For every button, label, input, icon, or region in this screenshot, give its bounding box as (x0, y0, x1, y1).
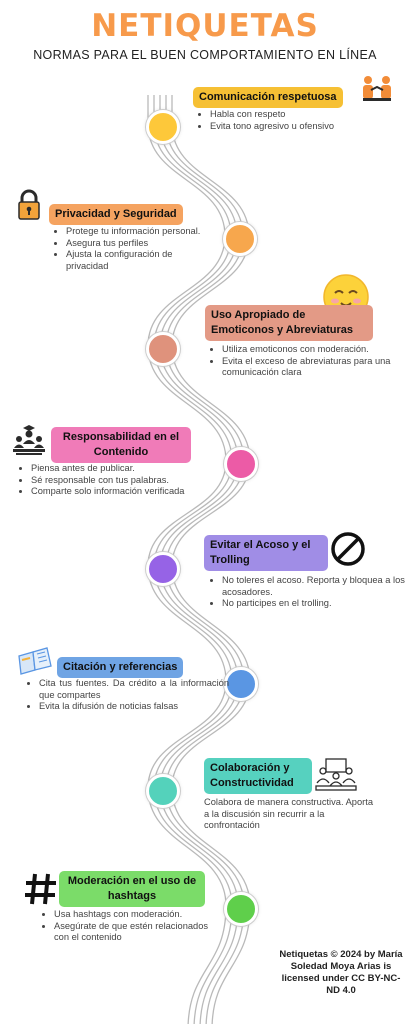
section-points-acoso: No toleres el acoso. Reporta y bloquea a… (210, 575, 407, 610)
point: Cita tus fuentes. Da crédito a la inform… (39, 678, 229, 701)
section-title-acoso: Evitar el Acoso y el Trolling (204, 535, 328, 571)
point: Piensa antes de publicar. (31, 463, 236, 475)
section-title-responsabilidad: Responsabilidad en el Contenido (51, 427, 191, 463)
section-title-emoticonos: Uso Apropiado de Emoticonos y Abreviatur… (205, 305, 373, 341)
section-points-emoticonos: Utiliza emoticonos con moderación. Evita… (210, 344, 407, 379)
point: Habla con respeto (210, 109, 400, 121)
point: Asegura tus perfiles (66, 238, 216, 250)
section-points-citacion: Cita tus fuentes. Da crédito a la inform… (27, 678, 229, 713)
license-credit: Netiquetas © 2024 by María Soledad Moya … (279, 949, 403, 996)
section-title-privacidad: Privacidad y Seguridad (49, 204, 183, 225)
point: Ajusta la configuración de privacidad (66, 249, 216, 272)
timeline-dot-3 (146, 332, 180, 366)
road-line (147, 95, 227, 1024)
padlock-icon (18, 189, 40, 220)
section-title-hashtags: Moderación en el uso de hashtags (59, 871, 205, 907)
section-title-colaboracion: Colaboración y Constructividad (204, 758, 312, 794)
road-line (165, 95, 245, 1024)
section-points-comunicacion: Habla con respeto Evita tono agresivo u … (198, 109, 400, 132)
point: Evita tono agresivo u ofensivo (210, 121, 400, 133)
point: Usa hashtags con moderación. (54, 909, 224, 921)
point: No participes en el trolling. (222, 598, 407, 610)
point: Asegúrate de que estén relacionados con … (54, 921, 224, 944)
section-title-comunicacion: Comunicación respetuosa (193, 87, 343, 108)
point: Evita el exceso de abreviaturas para una… (222, 356, 407, 379)
section-title-citacion: Citación y referencias (57, 657, 184, 678)
timeline-dot-2 (223, 222, 257, 256)
section-points-responsabilidad: Piensa antes de publicar. Sé responsable… (19, 463, 236, 498)
book-icon (18, 647, 52, 675)
timeline-dot-1 (146, 110, 180, 144)
section-points-privacidad: Protege tu información personal. Asegura… (54, 226, 216, 272)
point: Evita la difusión de noticias falsas (39, 701, 229, 713)
point: Comparte solo información verificada (31, 486, 236, 498)
road-line (153, 94, 233, 1024)
timeline-dot-8 (224, 892, 258, 926)
point: Protege tu información personal. (66, 226, 216, 238)
page-title: NETIQUETAS (91, 8, 319, 44)
hashtag-icon (25, 873, 56, 905)
page-subtitle: NORMAS PARA EL BUEN COMPORTAMIENTO EN LÍ… (33, 48, 377, 62)
timeline-dot-5 (146, 552, 180, 586)
section-text-colaboracion: Colabora de manera constructiva. Aporta … (204, 797, 373, 830)
people-icon (13, 425, 45, 455)
section-points-hashtags: Usa hashtags con moderación. Asegúrate d… (42, 909, 224, 944)
point: Sé responsable con tus palabras. (31, 475, 236, 487)
prohibited-icon (331, 532, 365, 566)
road-line (159, 94, 239, 1024)
point: No toleres el acoso. Reporta y bloquea a… (222, 575, 407, 598)
point: Utiliza emoticonos con moderación. (222, 344, 407, 356)
handshake-icon (363, 76, 391, 101)
meeting-icon (315, 758, 357, 791)
timeline-dot-4 (224, 447, 258, 481)
timeline-dot-6 (224, 667, 258, 701)
timeline-dot-7 (146, 774, 180, 808)
road-line (171, 94, 251, 1024)
